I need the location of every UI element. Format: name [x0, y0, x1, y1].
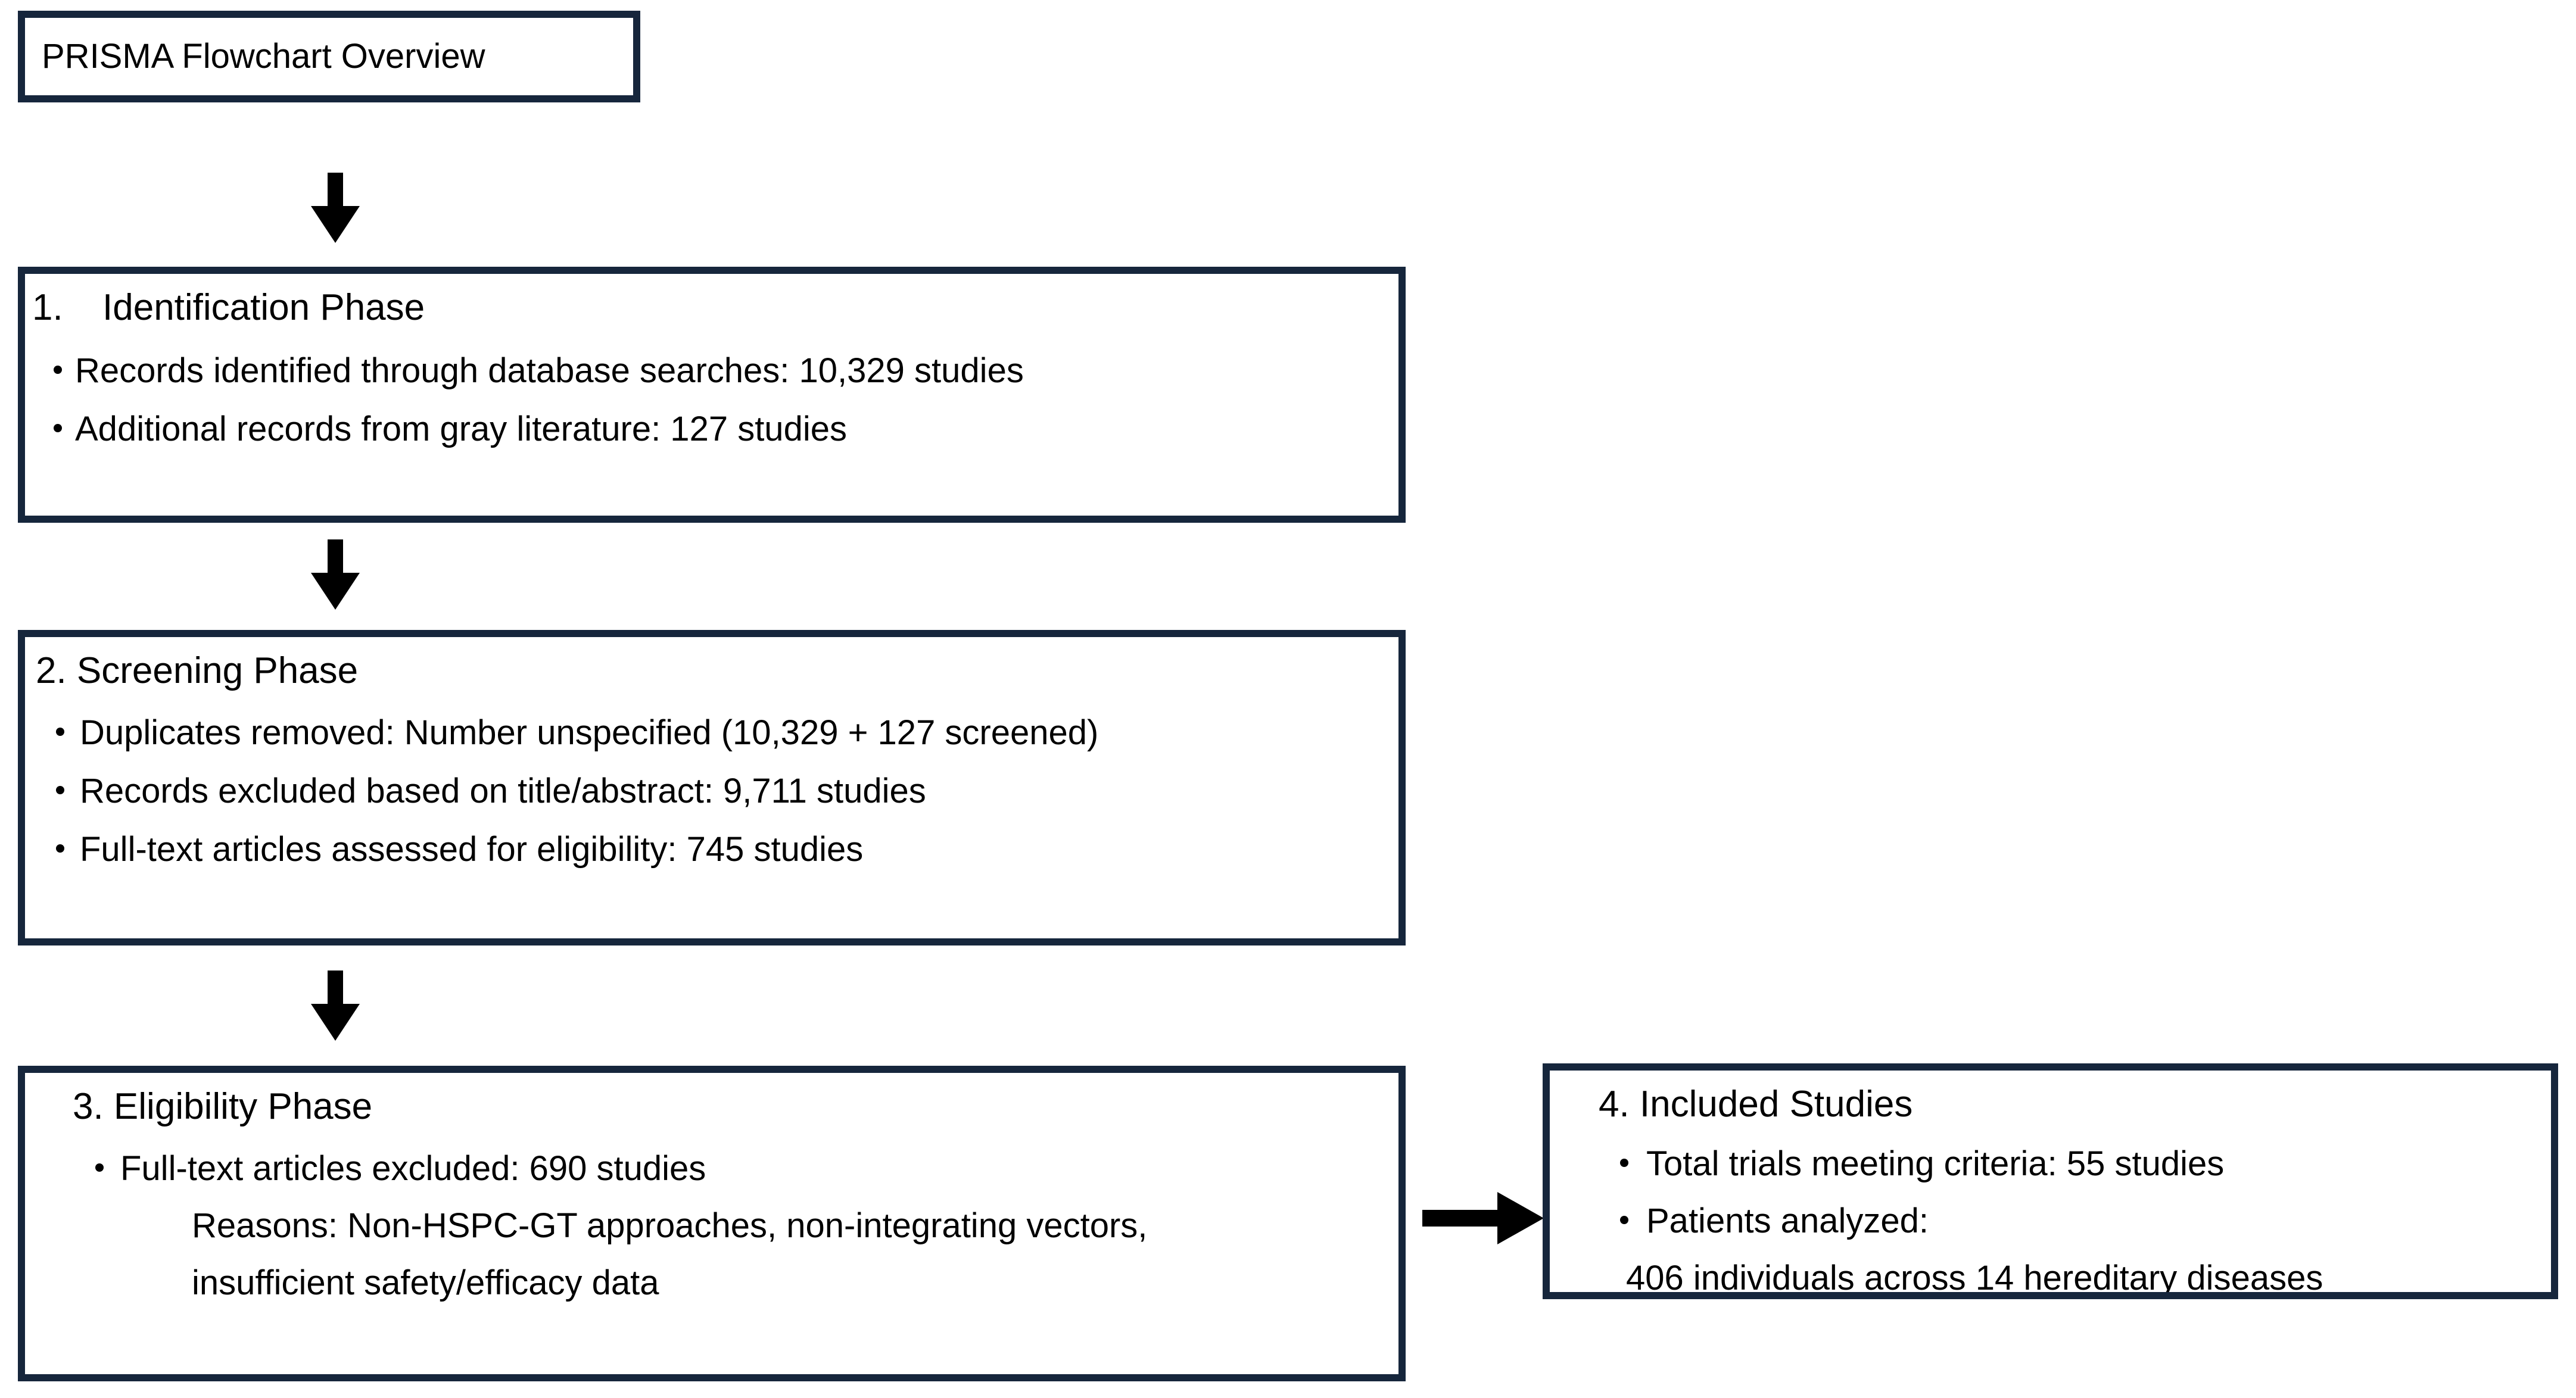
arrow-head: [1497, 1192, 1544, 1244]
page-title: PRISMA Flowchart Overview: [42, 37, 485, 76]
bullet-dot-icon: [1620, 1159, 1628, 1167]
included-heading: 4. Included Studies: [1599, 1084, 1913, 1125]
arrow-head: [311, 1004, 360, 1041]
bullet-dot-icon: [1620, 1216, 1628, 1224]
screening-heading: 2. Screening Phase: [36, 650, 359, 691]
bullet-dot-icon: [56, 844, 64, 853]
eligibility-bullet-1: Full-text articles excluded: 690 studies: [120, 1149, 706, 1188]
list-item: Patients analyzed:: [1550, 1204, 2551, 1238]
included-bullet-2: Patients analyzed:: [1646, 1202, 1929, 1240]
bullet-dot-icon: [56, 786, 64, 794]
list-item: Full-text articles excluded: 690 studies: [25, 1152, 1398, 1186]
title-box: PRISMA Flowchart Overview: [18, 11, 640, 102]
eligibility-reasons-line-2: insufficient safety/efficacy data: [192, 1263, 659, 1302]
arrow-head: [311, 206, 360, 243]
screening-phase-box: 2. Screening Phase Duplicates removed: N…: [18, 630, 1406, 945]
arrow-eligibility-to-included-icon: [1422, 1192, 1545, 1244]
included-bullet-1: Total trials meeting criteria: 55 studie…: [1646, 1144, 2225, 1183]
identification-bullet-1: Records identified through database sear…: [75, 351, 1024, 390]
arrow-shaft: [328, 173, 343, 207]
list-item: Full-text articles assessed for eligibil…: [25, 832, 1398, 867]
eligibility-body: 3. Eligibility Phase Full-text articles …: [25, 1073, 1398, 1374]
bullet-dot-icon: [56, 728, 64, 736]
screening-body: 2. Screening Phase Duplicates removed: N…: [25, 637, 1398, 938]
arrow-title-to-identification-icon: [311, 173, 360, 244]
identification-heading-label: Identification Phase: [102, 287, 425, 328]
identification-body: 1. Identification Phase Records identifie…: [25, 274, 1398, 516]
list-item: Records identified through database sear…: [25, 354, 1398, 388]
included-patients-detail: 406 individuals across 14 hereditary dis…: [1626, 1259, 2323, 1297]
identification-phase-box: 1. Identification Phase Records identifie…: [18, 267, 1406, 523]
arrow-shaft: [328, 971, 343, 1005]
list-item: Additional records from gray literature:…: [25, 412, 1398, 447]
list-item: Records excluded based on title/abstract…: [25, 774, 1398, 809]
list-item: Duplicates removed: Number unspecified (…: [25, 716, 1398, 750]
bullet-dot-icon: [95, 1163, 104, 1172]
arrow-screening-to-eligibility-icon: [311, 971, 360, 1042]
included-body: 4. Included Studies Total trials meeting…: [1550, 1071, 2551, 1293]
arrow-head: [311, 573, 360, 610]
screening-bullet-2: Records excluded based on title/abstract…: [80, 772, 926, 810]
list-item: Total trials meeting criteria: 55 studie…: [1550, 1147, 2551, 1181]
arrow-shaft: [1422, 1210, 1499, 1227]
screening-bullet-3: Full-text articles assessed for eligibil…: [80, 830, 864, 869]
bullet-dot-icon: [54, 424, 62, 432]
bullet-dot-icon: [54, 366, 62, 374]
included-studies-box: 4. Included Studies Total trials meeting…: [1543, 1063, 2558, 1299]
identification-bullet-2: Additional records from gray literature:…: [75, 410, 847, 448]
eligibility-reasons-line-1: Reasons: Non-HSPC-GT approaches, non-int…: [192, 1206, 1148, 1245]
identification-number: 1.: [32, 287, 63, 328]
screening-bullet-1: Duplicates removed: Number unspecified (…: [80, 713, 1099, 752]
eligibility-phase-box: 3. Eligibility Phase Full-text articles …: [18, 1066, 1406, 1381]
identification-heading: 1. Identification Phase: [25, 289, 1398, 326]
arrow-shaft: [328, 539, 343, 574]
arrow-identification-to-screening-icon: [311, 539, 360, 611]
eligibility-heading: 3. Eligibility Phase: [73, 1086, 373, 1127]
